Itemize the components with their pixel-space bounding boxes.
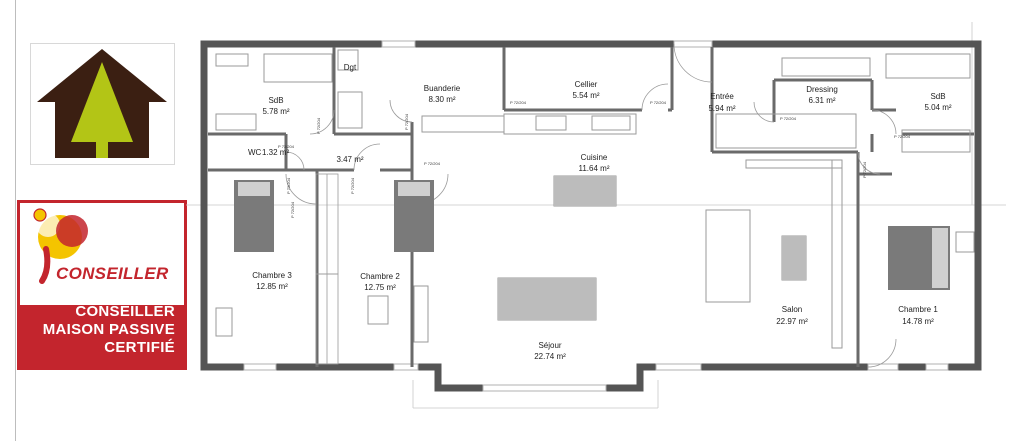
label-dressing: Dressing bbox=[806, 85, 838, 94]
label-dgt: Dgt bbox=[344, 63, 357, 72]
badge-brand: CONSEILLER bbox=[56, 264, 169, 283]
badge-logo-area: CONSEILLER bbox=[20, 203, 184, 305]
label-cuisine: Cuisine bbox=[581, 153, 608, 162]
door-swings bbox=[285, 43, 897, 368]
label-chambre-1: Chambre 1 bbox=[898, 305, 938, 314]
label-chambre-3: Chambre 3 bbox=[252, 271, 292, 280]
door-tag-10: P 72/204 bbox=[894, 134, 911, 139]
exterior-walls bbox=[200, 40, 982, 392]
sofa bbox=[705, 209, 751, 303]
floor-plan: SdB 5.78 m² Dgt 3.47 m² Buanderie 8.30 m… bbox=[186, 22, 1006, 409]
label-salon: Salon bbox=[782, 305, 802, 314]
label-sejour: Séjour bbox=[538, 341, 561, 350]
room-labels: SdB 5.78 m² Dgt 3.47 m² Buanderie 8.30 m… bbox=[248, 63, 952, 361]
door-tag-6: P 72/204 bbox=[424, 161, 441, 166]
bathtub-1 bbox=[263, 53, 333, 83]
area-salon: 22.97 m² bbox=[776, 317, 808, 326]
door-tag-2: P 73/204 bbox=[278, 144, 295, 149]
area-buanderie: 8.30 m² bbox=[428, 95, 455, 104]
door-tag-8: P 72/204 bbox=[650, 100, 667, 105]
area-sejour: 22.74 m² bbox=[534, 352, 566, 361]
certification-badge: CONSEILLER CONSEILLER MAISON PASSIVE CER… bbox=[17, 200, 187, 370]
door-tag-5: P 72/204 bbox=[350, 177, 355, 194]
label-sdb-1: SdB bbox=[268, 96, 283, 105]
door-tag-12: P 72/204 bbox=[290, 201, 295, 218]
area-sdb-2: 5.04 m² bbox=[924, 103, 951, 112]
door-tag-11: P 72/204 bbox=[862, 161, 867, 178]
area-chambre-3: 12.85 m² bbox=[256, 282, 288, 291]
label-buanderie: Buanderie bbox=[424, 84, 461, 93]
area-wc: 1.32 m² bbox=[262, 148, 289, 157]
house-tree-icon bbox=[37, 49, 167, 158]
label-wc: WC bbox=[248, 148, 262, 157]
area-dgt: 3.47 m² bbox=[336, 155, 363, 164]
windows bbox=[243, 40, 949, 392]
bathtub-2 bbox=[885, 53, 971, 79]
door-tag-7: P 72/204 bbox=[510, 100, 527, 105]
area-sdb-1: 5.78 m² bbox=[262, 107, 289, 116]
door-tag-4: P 72/204 bbox=[404, 113, 409, 130]
label-cellier: Cellier bbox=[575, 80, 598, 89]
label-sdb-2: SdB bbox=[930, 92, 945, 101]
left-border bbox=[0, 0, 16, 441]
area-chambre-1: 14.78 m² bbox=[902, 317, 934, 326]
label-entree: Entrée bbox=[710, 92, 734, 101]
badge-line-3: CERTIFIÉ bbox=[104, 339, 175, 356]
beds bbox=[234, 180, 950, 290]
area-chambre-2: 12.75 m² bbox=[364, 283, 396, 292]
door-tags: P 72/204 P 73/204 P 73/204 P 72/204 P 72… bbox=[278, 100, 911, 218]
area-cellier: 5.54 m² bbox=[572, 91, 599, 100]
solid-furniture bbox=[498, 176, 806, 320]
badge-line-1: CONSEILLER bbox=[75, 303, 175, 320]
closets bbox=[315, 173, 339, 365]
badge-line-2: MAISON PASSIVE bbox=[42, 321, 175, 338]
sink-1 bbox=[215, 53, 249, 67]
conseiller-emblem-icon bbox=[33, 208, 88, 284]
area-cuisine: 11.64 m² bbox=[579, 164, 610, 173]
door-tag-1: P 72/204 bbox=[316, 117, 321, 134]
passive-house-logo bbox=[30, 43, 175, 165]
area-entree: 5.94 m² bbox=[708, 104, 735, 113]
area-dressing: 6.31 m² bbox=[808, 96, 835, 105]
door-tag-9: P 72/204 bbox=[780, 116, 797, 121]
label-chambre-2: Chambre 2 bbox=[360, 272, 400, 281]
door-tag-3: P 73/204 bbox=[286, 177, 291, 194]
